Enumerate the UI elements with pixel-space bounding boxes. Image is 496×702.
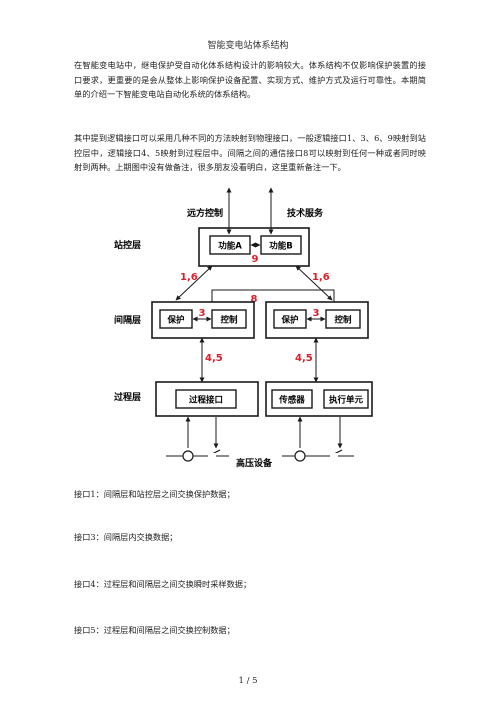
- interface-9-label: 9: [252, 254, 259, 265]
- protect-left-box: [159, 309, 193, 329]
- process-right-box: [265, 381, 373, 417]
- control-right-box: [325, 309, 361, 329]
- ct-switch-right-icon: [282, 449, 354, 462]
- interface-16-left-arrow: [175, 265, 213, 301]
- interface-45-left-label: 4,5: [205, 353, 223, 364]
- tech-service-label: 技术服务: [287, 207, 324, 219]
- protect-left-label: 保护: [166, 315, 185, 326]
- function-a-box: [209, 235, 251, 255]
- function-b-label: 功能B: [269, 241, 292, 252]
- interface-3-desc: 接口3：间隔层内交换数据；: [74, 532, 178, 542]
- protect-right-label: 保护: [280, 315, 299, 326]
- function-a-label: 功能A: [218, 241, 242, 252]
- page-header-title: 智能变电站体系结构: [207, 41, 289, 51]
- interface-3-right-label: 3: [313, 308, 320, 319]
- actuator-box: [323, 389, 369, 409]
- actuator-label: 执行单元: [329, 395, 364, 406]
- process-interface-box: [175, 389, 237, 409]
- interface-45-right-label: 4,5: [295, 353, 313, 364]
- remote-control-label: 远方控制: [187, 207, 223, 219]
- interface-16-right-label: 1,6: [312, 272, 330, 283]
- interface-8-label: 8: [251, 294, 258, 305]
- interface-1-desc: 接口1：间隔层和站控层之间交换保护数据；: [74, 489, 235, 499]
- interface-3-left-label: 3: [199, 308, 206, 319]
- interface-4-desc: 接口4：过程层和间隔层之间交换瞬时采样数据；: [74, 579, 252, 589]
- bay-layer-label: 间隔层: [114, 314, 141, 326]
- control-left-label: 控制: [220, 315, 238, 326]
- protect-right-box: [273, 309, 307, 329]
- sensor-label: 传感器: [278, 395, 305, 406]
- intro-paragraph: 在智能变电站中，继电保护受自动化体系结构设计的影响较大。体系结构不仅影响保护装置…: [74, 60, 426, 100]
- interface-16-left-label: 1,6: [180, 272, 198, 283]
- process-left-box: [155, 381, 259, 417]
- process-layer-label: 过程层: [114, 391, 141, 403]
- process-interface-label: 过程接口: [189, 395, 223, 406]
- interface-8-line: [211, 289, 335, 302]
- architecture-diagram: 远方控制 技术服务 站控层 功能A 功能B 9 1,6 1,6 8 间隔层 保护…: [114, 187, 373, 469]
- interface-mapping-paragraph: 其中提到逻辑接口可以采用几种不同的方法映射到物理接口，一般逻辑接口1、3、6、9…: [74, 133, 426, 173]
- sensor-box: [271, 389, 313, 409]
- hv-equipment-label: 高压设备: [236, 457, 273, 469]
- ct-switch-left-icon: [166, 449, 229, 462]
- control-left-box: [211, 309, 247, 329]
- function-b-box: [260, 235, 302, 255]
- page-number: 1 / 5: [238, 676, 258, 686]
- interface-5-desc: 接口5：过程层和间隔层之间交换控制数据；: [74, 625, 235, 635]
- interface-16-right-arrow: [295, 265, 333, 301]
- control-right-label: 控制: [334, 315, 352, 326]
- station-layer-label: 站控层: [114, 239, 141, 251]
- station-layer-box: [198, 227, 310, 267]
